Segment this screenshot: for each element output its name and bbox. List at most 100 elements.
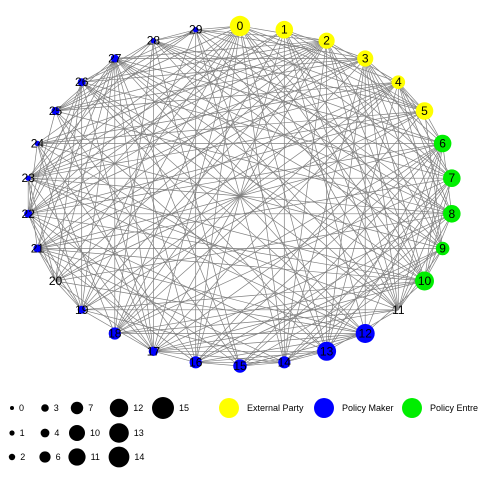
edge bbox=[55, 25, 241, 282]
legend-size-label: 4 bbox=[54, 428, 59, 438]
node-label: 22 bbox=[22, 207, 36, 221]
edge bbox=[27, 213, 154, 352]
legend-size-dot bbox=[152, 397, 174, 419]
edge bbox=[28, 58, 366, 215]
edge bbox=[81, 58, 116, 310]
legend-size-dot bbox=[108, 446, 130, 468]
node-label: 21 bbox=[31, 242, 45, 256]
edge bbox=[284, 248, 443, 363]
node-0: 0 bbox=[229, 15, 251, 37]
edge bbox=[27, 178, 56, 282]
node-label: 11 bbox=[392, 303, 405, 317]
node-12: 12 bbox=[355, 324, 375, 343]
legend-size-label: 3 bbox=[54, 403, 59, 413]
edge bbox=[55, 110, 452, 215]
legend-size-item: 11 bbox=[68, 448, 100, 466]
edge bbox=[27, 40, 154, 179]
edge bbox=[397, 82, 453, 214]
node-label: 9 bbox=[439, 242, 446, 256]
legend-size-item: 2 bbox=[8, 452, 25, 462]
node-circle bbox=[24, 209, 33, 218]
node-28: 28 bbox=[147, 34, 161, 48]
edge bbox=[81, 309, 285, 363]
edge bbox=[55, 110, 154, 352]
legend-size-dot bbox=[109, 398, 129, 418]
node-19: 19 bbox=[75, 303, 89, 317]
node-label: 8 bbox=[448, 207, 455, 221]
legend-size-item: 7 bbox=[70, 401, 93, 415]
legend-size-dot bbox=[69, 425, 85, 441]
legend-size-label: 15 bbox=[179, 403, 189, 413]
legend-size-dot bbox=[70, 401, 84, 415]
edge bbox=[27, 29, 285, 215]
legend-group-label: Policy Entre bbox=[430, 403, 478, 413]
node-circle bbox=[415, 271, 434, 291]
edge bbox=[364, 58, 453, 214]
edge bbox=[153, 40, 443, 144]
node-label: 5 bbox=[421, 104, 428, 118]
edge bbox=[37, 248, 56, 282]
edge bbox=[195, 110, 425, 363]
legend-size-dot bbox=[10, 406, 14, 410]
edge bbox=[153, 213, 452, 352]
edge bbox=[114, 40, 327, 334]
edge bbox=[284, 177, 453, 363]
edge bbox=[37, 29, 196, 144]
edge bbox=[37, 143, 83, 310]
node-label: 3 bbox=[362, 52, 369, 66]
node-circle bbox=[148, 346, 159, 356]
node-label: 25 bbox=[49, 104, 63, 118]
node-circle bbox=[443, 169, 461, 187]
edge bbox=[153, 81, 399, 352]
edge bbox=[27, 82, 83, 214]
node-label: 23 bbox=[22, 171, 36, 185]
edge bbox=[153, 350, 196, 363]
node-circle bbox=[391, 75, 406, 89]
node-8: 8 bbox=[443, 205, 461, 223]
node-label: 24 bbox=[31, 137, 45, 151]
edge bbox=[153, 40, 241, 367]
node-circle bbox=[317, 341, 337, 361]
edge bbox=[27, 213, 241, 367]
edge bbox=[364, 58, 399, 310]
edge bbox=[55, 40, 154, 112]
node-15: 15 bbox=[233, 359, 247, 373]
edge bbox=[114, 280, 425, 334]
edge bbox=[239, 25, 425, 112]
legend-group-item: Policy Entre bbox=[402, 398, 478, 418]
edge bbox=[81, 58, 366, 83]
edge bbox=[81, 40, 327, 311]
node-label: 17 bbox=[147, 344, 161, 358]
node-22: 22 bbox=[22, 207, 36, 221]
edge bbox=[114, 58, 452, 215]
legend-size-dot bbox=[109, 423, 129, 443]
legend-size-label: 6 bbox=[56, 452, 61, 462]
node-circle bbox=[77, 78, 86, 87]
edge bbox=[153, 25, 241, 42]
node-circle bbox=[51, 107, 60, 115]
edge-layer bbox=[27, 25, 453, 367]
edge bbox=[28, 177, 366, 334]
node-label: 27 bbox=[108, 52, 122, 66]
node-2: 2 bbox=[318, 32, 335, 49]
node-3: 3 bbox=[357, 50, 374, 67]
node-label: 15 bbox=[233, 359, 247, 373]
edge bbox=[153, 29, 196, 42]
edge bbox=[364, 58, 425, 282]
edge bbox=[27, 213, 83, 310]
edge bbox=[37, 248, 285, 363]
node-circle bbox=[355, 324, 375, 343]
edge bbox=[195, 29, 366, 59]
edge bbox=[28, 213, 327, 352]
edge bbox=[55, 25, 241, 112]
node-circle bbox=[150, 38, 157, 44]
node-label: 7 bbox=[448, 171, 455, 185]
legend-size-dot bbox=[9, 430, 15, 436]
node-circle bbox=[34, 140, 41, 147]
edge bbox=[326, 40, 443, 144]
edge bbox=[326, 177, 453, 352]
node-circle bbox=[25, 175, 31, 181]
edge bbox=[284, 29, 453, 179]
node-circle bbox=[189, 356, 202, 369]
